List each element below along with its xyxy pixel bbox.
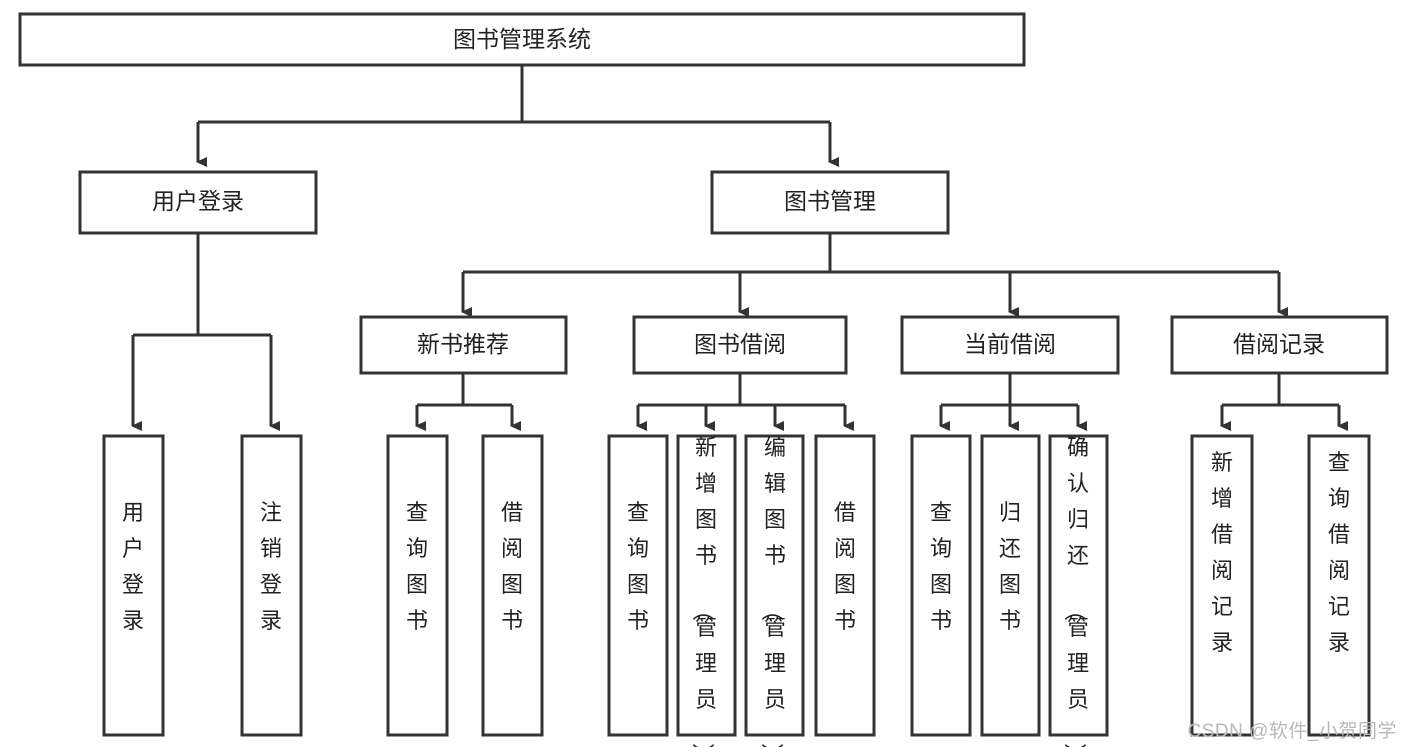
leaf-current-borrow-2[interactable]: 归还图书 xyxy=(980,434,1041,737)
node-user-login[interactable]: 用户登录 xyxy=(78,170,318,235)
leaf-new-book-2-label: 借阅图书 xyxy=(501,500,523,633)
leaf-current-borrow-3[interactable]: 确认归还（管理员） xyxy=(1048,434,1109,747)
leaf-book-borrow-3[interactable]: 编辑图书（管理员） xyxy=(744,434,805,747)
leaf-book-borrow-4-label: 借阅图书 xyxy=(834,500,856,633)
leaf-borrow-record-2[interactable]: 查询借阅记录 xyxy=(1307,434,1371,737)
node-new-book[interactable]: 新书推荐 xyxy=(359,315,568,375)
leaf-user-login-2[interactable]: 注销登录 xyxy=(240,434,303,737)
node-book-manage[interactable]: 图书管理 xyxy=(710,170,950,235)
leaf-current-borrow-2-label: 归还图书 xyxy=(999,500,1021,633)
csdn-watermark: CSDN @软件_小贺同学 xyxy=(1187,721,1397,742)
leaf-book-borrow-2-label: 新增图书（管理员） xyxy=(690,435,717,747)
node-root-system-label: 图书管理系统 xyxy=(453,26,591,52)
node-new-book-label: 新书推荐 xyxy=(417,331,509,357)
node-book-manage-label: 图书管理 xyxy=(784,188,876,214)
node-user-login-label: 用户登录 xyxy=(152,188,244,214)
leaf-user-login-1[interactable]: 用户登录 xyxy=(102,434,165,737)
leaf-user-login-2-label: 注销登录 xyxy=(260,500,282,633)
leaf-new-book-1-label: 查询图书 xyxy=(406,500,428,633)
node-root-system[interactable]: 图书管理系统 xyxy=(18,12,1026,67)
leaf-current-borrow-1[interactable]: 查询图书 xyxy=(910,434,972,737)
node-book-borrow[interactable]: 图书借阅 xyxy=(632,315,848,375)
leaf-current-borrow-3-label: 确认归还（管理员） xyxy=(1062,435,1089,747)
node-current-borrow[interactable]: 当前借阅 xyxy=(900,315,1120,375)
node-borrow-record-label: 借阅记录 xyxy=(1233,331,1325,357)
leaf-book-borrow-3-label: 编辑图书（管理员） xyxy=(759,435,786,747)
leaf-new-book-2[interactable]: 借阅图书 xyxy=(481,434,544,737)
leaf-book-borrow-1-label: 查询图书 xyxy=(627,500,649,633)
node-current-borrow-label: 当前借阅 xyxy=(964,331,1056,357)
leaf-current-borrow-1-label: 查询图书 xyxy=(930,500,952,633)
leaf-book-borrow-2[interactable]: 新增图书（管理员） xyxy=(676,434,737,747)
node-book-borrow-label: 图书借阅 xyxy=(694,331,786,357)
connector-layer xyxy=(131,65,1348,431)
leaf-user-login-1-label: 用户登录 xyxy=(122,500,144,633)
leaf-book-borrow-4[interactable]: 借阅图书 xyxy=(814,434,876,737)
leaf-borrow-record-2-label: 查询借阅记录 xyxy=(1328,450,1350,655)
leaf-borrow-record-1-label: 新增借阅记录 xyxy=(1211,450,1233,655)
leaf-new-book-1[interactable]: 查询图书 xyxy=(386,434,449,737)
leaf-book-borrow-1[interactable]: 查询图书 xyxy=(607,434,669,737)
node-borrow-record[interactable]: 借阅记录 xyxy=(1170,315,1389,375)
leaf-borrow-record-1[interactable]: 新增借阅记录 xyxy=(1190,434,1254,737)
